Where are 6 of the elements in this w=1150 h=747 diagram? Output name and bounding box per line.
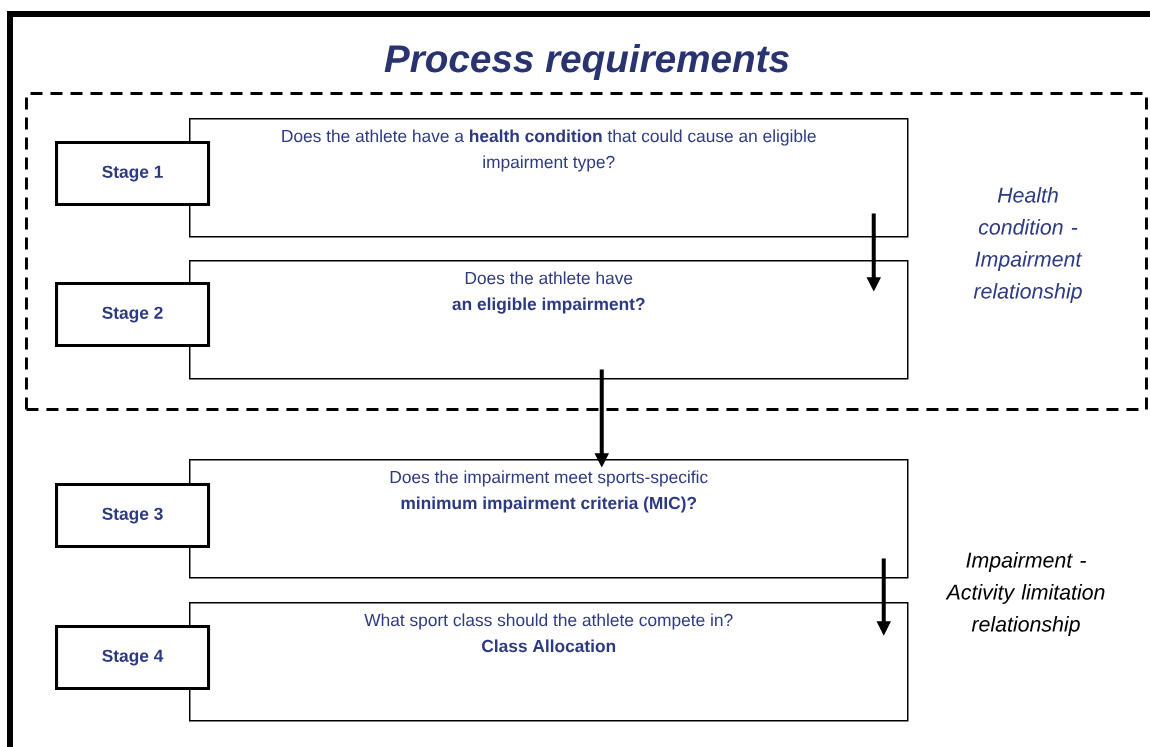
stage-box: Stage 3 bbox=[55, 483, 211, 549]
stage-box: Stage 2 bbox=[55, 282, 211, 348]
side-label: Impairment - Activity limitation relationship bbox=[945, 552, 1105, 636]
title: Process requirements bbox=[384, 44, 789, 81]
stage-box: Stage 1 bbox=[55, 141, 211, 207]
stage-box: Stage 4 bbox=[55, 625, 211, 691]
